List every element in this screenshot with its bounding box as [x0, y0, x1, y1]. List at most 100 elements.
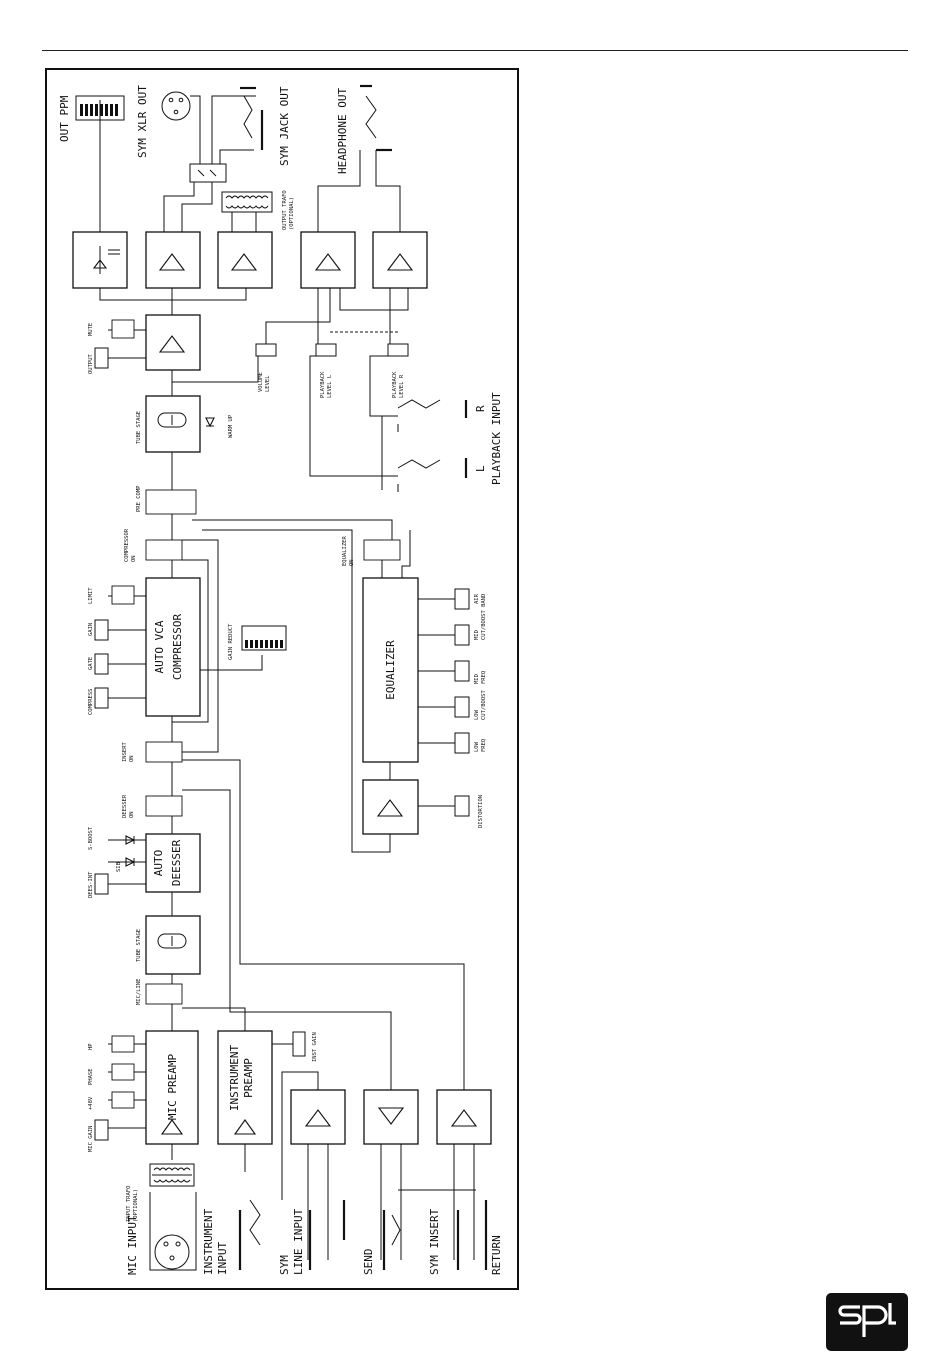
compressor-label-1: AUTO VCA [153, 620, 166, 673]
equalizer-block: EQUALIZER [362, 577, 419, 763]
mic-preamp-block: MIC PREAMP [145, 1030, 199, 1145]
low-cutboost-label-1: LOW [474, 709, 480, 720]
compressor-on-label-2: ON [131, 555, 137, 562]
gain-label: GAIN [88, 623, 94, 636]
jacks [238, 84, 488, 1270]
header-rule [42, 50, 908, 51]
gain-reduct-meter [241, 625, 287, 651]
headphone-r-amp-block [372, 231, 428, 289]
volume-level-label-1: VOLUME [258, 372, 264, 392]
deesser-on-label-1: DEESSER [122, 794, 128, 818]
playback-level-l-label-2: LEVEL L [327, 374, 333, 398]
sym-insert-label: SYM INSERT [428, 1208, 441, 1275]
playback-level-l-label-1: PLAYBACK [320, 371, 326, 398]
wiring [99, 95, 476, 1260]
deesser-on-label-2: ON [129, 811, 135, 818]
mid-cutboost-label-1: MID [474, 630, 480, 640]
headphone-out-label: HEADPHONE OUT [336, 88, 349, 174]
line-input-label-1: SYM [278, 1255, 291, 1275]
gate-label: GATE [88, 657, 94, 670]
output-amp-block [145, 314, 201, 371]
xlr-driver-block [145, 231, 201, 289]
playback-l-label: L [474, 465, 487, 472]
compress-label: COMPRESS [88, 689, 94, 716]
auto-deesser-label-1: AUTO [152, 850, 165, 877]
output-relay [189, 163, 227, 183]
sib-label: SIB [116, 861, 122, 872]
pre-comp-label: PRE COMP [136, 485, 142, 512]
playback-level-r-label-2: LEVEL R [399, 374, 405, 398]
mic-gain-label: MIC GAIN [88, 1126, 94, 1153]
equalizer-label: EQUALIZER [384, 640, 397, 700]
equalizer-on-label-1: EQUALIZER [342, 536, 348, 566]
playback-r-label: R [474, 405, 487, 412]
hp-label: HP [88, 1043, 94, 1050]
compressor-label-2: COMPRESSOR [171, 614, 184, 681]
instrument-input-label-1: INSTRUMENT [202, 1208, 215, 1275]
air-label: AIR [474, 593, 480, 604]
mic-preamp-label: MIC PREAMP [166, 1054, 179, 1121]
inst-gain-label: INST GAIN [312, 1032, 318, 1062]
return-amp-block [436, 1089, 492, 1145]
ppm-driver-block [72, 231, 128, 289]
s-boost-label: S-BOOST [88, 826, 94, 850]
distortion-label: DISTORTION [478, 795, 484, 828]
output-trafo-label-1: OUTPUT TRAFO [282, 190, 288, 230]
low-freq-label-1: LOW [474, 741, 480, 752]
playback-input-label: PLAYBACK INPUT [490, 392, 503, 485]
diagram-frame [45, 68, 519, 1290]
instrument-preamp-block: INSTRUMENT PREAMP [217, 1030, 273, 1145]
headphone-l-amp-block [300, 231, 356, 289]
playback-level-r-label-1: PLAYBACK [392, 371, 398, 398]
tube-stage-1-label: TUBE STAGE [136, 929, 142, 962]
mic-xlr-connector [149, 1192, 197, 1271]
control-labels: INPUT TRAFO (OPTIONAL) MIC GAIN +48V PHA… [88, 190, 487, 1222]
insert-on-label-2: ON [129, 755, 135, 762]
return-label: RETURN [490, 1235, 503, 1275]
mid-freq-label-1: MID [474, 674, 480, 684]
warm-up-label: WARM UP [228, 414, 234, 438]
mid-cutboost-label-2: CUT/BOOST BAND [481, 594, 487, 640]
mute-label: MUTE [88, 323, 94, 336]
compressor-on-label-1: COMPRESSOR [124, 528, 130, 562]
input-trafo [149, 1163, 195, 1187]
line-input-label-2: LINE INPUT [292, 1208, 305, 1275]
equalizer-on-label-2: ON [349, 559, 355, 566]
spl-logo [826, 1293, 908, 1351]
tube-stage-1-block [145, 915, 201, 975]
sym-xlr-out-label: SYM XLR OUT [136, 85, 149, 158]
low-cutboost-label-2: CUT/BOOST [481, 690, 487, 720]
io-labels: MIC INPUT INSTRUMENT INPUT SYM LINE INPU… [58, 85, 503, 1275]
spl-logo-mark [838, 1303, 896, 1337]
input-trafo-label-2: (OPTIONAL) [133, 1189, 139, 1222]
volume-level-label-2: LEVEL [265, 375, 271, 392]
input-trafo-label-1: INPUT TRAFO [126, 1186, 132, 1222]
phase-label: PHASE [88, 1068, 94, 1085]
instrument-input-label-2: INPUT [216, 1242, 229, 1275]
low-freq-label-2: FREQ [481, 739, 487, 752]
tube-stage-2-label: TUBE STAGE [136, 411, 142, 444]
phantom-label: +48V [88, 1096, 94, 1110]
limit-label: LIMIT [88, 587, 94, 604]
tube-stage-2-block [145, 395, 201, 453]
jack-driver-block [217, 231, 273, 289]
output-trafo [221, 191, 273, 213]
auto-deesser-block: AUTO DEESSER [145, 833, 201, 893]
instrument-preamp-label-1: INSTRUMENT [228, 1045, 241, 1112]
distortion-amp-block [362, 779, 419, 835]
insert-on-label-1: INSERT [122, 741, 128, 762]
mid-freq-label-2: FREQ [481, 671, 487, 684]
controls [94, 319, 470, 1141]
sym-jack-out-label: SYM JACK OUT [278, 86, 291, 166]
mic-line-label: MIC/LINE [136, 979, 142, 1006]
instrument-preamp-label-2: PREAMP [242, 1058, 255, 1098]
out-xlr-connector [161, 91, 191, 121]
send-amp-block [363, 1089, 419, 1145]
line-input-amp-block [290, 1089, 346, 1145]
out-ppm-label: OUT PPM [58, 95, 71, 142]
gain-reduct-label: GAIN REDUCT [228, 623, 234, 660]
dees-int-label: DEES-INT [88, 871, 94, 898]
compressor-block: AUTO VCA COMPRESSOR [145, 577, 201, 717]
auto-deesser-label-2: DEESSER [170, 839, 183, 886]
